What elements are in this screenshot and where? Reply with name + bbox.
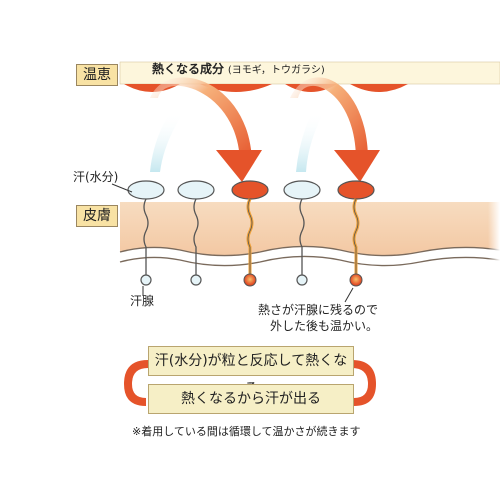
sweat-gland-5-heated	[337, 180, 375, 287]
heat-ingredient-text: 熱くなる成分	[152, 62, 225, 76]
sweat-gland-4	[283, 180, 321, 286]
warm-tag: 温恵	[76, 64, 118, 86]
skin-layer	[120, 202, 500, 256]
sweat-gland-label: 汗腺	[130, 294, 155, 308]
heat-ingredient-examples: (ヨモギ，トウガラシ)	[227, 65, 325, 76]
skin-tag: 皮膚	[76, 205, 118, 227]
warm-tag-label: 温恵	[83, 67, 111, 83]
skin-tag-label: 皮膚	[83, 208, 111, 224]
sweat-label: 汗(水分)	[73, 170, 119, 184]
heat-arrow-right	[290, 77, 380, 182]
sweat-gland-2	[177, 180, 215, 286]
sweat-gland-3-heated	[231, 180, 269, 287]
note-leader-line	[344, 287, 354, 303]
cycle-step-2-text: 熱くなるから汗が出る	[181, 391, 321, 407]
heat-ingredient-label: 熱くなる成分 (ヨモギ，トウガラシ)	[152, 60, 325, 77]
cycle-step-2: 熱くなるから汗が出る	[148, 384, 354, 414]
footnote: ※着用している間は循環して温かさが続きます	[132, 425, 361, 438]
sweat-leader-line	[111, 183, 133, 193]
cycle-step-1: 汗(水分)が粒と反応して熱くなる	[148, 346, 354, 397]
sweat-vapor	[150, 112, 324, 172]
note-text: 熱さが汗腺に残るので 外した後も温かい。	[258, 302, 378, 334]
note-line-2: 外した後も温かい。	[270, 319, 379, 333]
note-line-1: 熱さが汗腺に残るので	[258, 303, 379, 317]
heat-arrow-left	[150, 77, 262, 182]
